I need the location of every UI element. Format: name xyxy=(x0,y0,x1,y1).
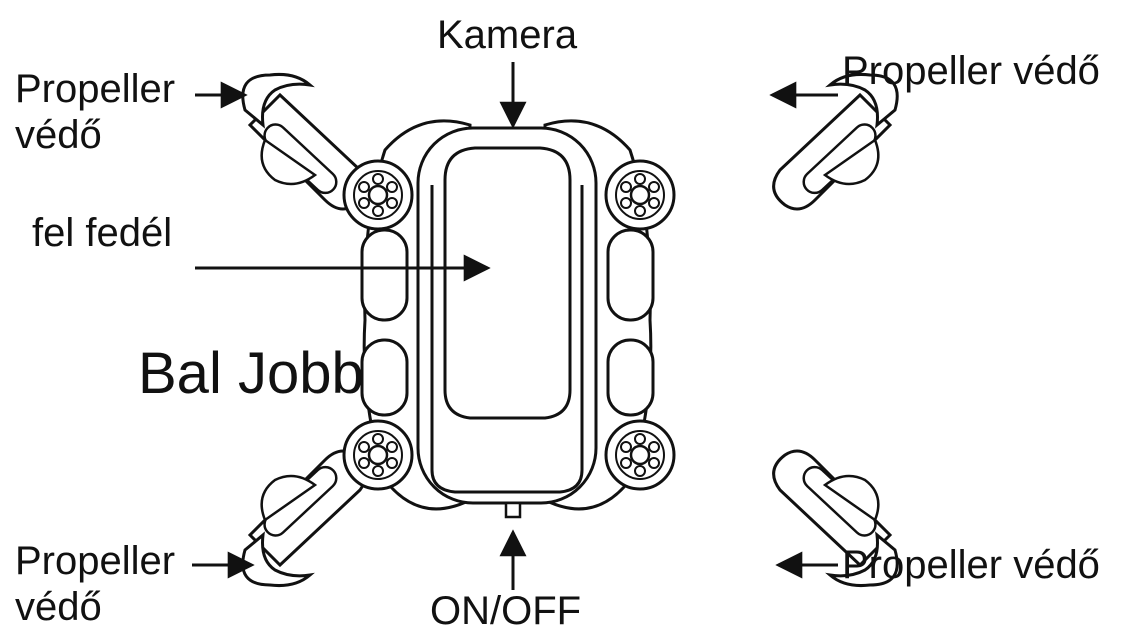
label-power: ON/OFF xyxy=(430,589,582,633)
label-guard-top-right: Propeller védő xyxy=(842,49,1100,93)
label-camera: Kamera xyxy=(437,13,578,57)
label-left-right: Bal Jobb xyxy=(138,341,364,406)
label-line: Propeller xyxy=(15,539,176,583)
motor-top-left xyxy=(342,159,414,231)
top-cover xyxy=(416,126,598,505)
motor-bottom-right xyxy=(604,419,676,491)
label-line: védő xyxy=(15,585,102,629)
motor-top-right xyxy=(604,159,676,231)
label-guard-top-left: Propeller védő xyxy=(15,66,175,158)
label-top-cover: fel fedél xyxy=(32,211,173,255)
label-guard-bottom-left: Propeller védő xyxy=(15,538,175,630)
callout-arrows xyxy=(192,62,838,590)
motor-bottom-left xyxy=(342,419,414,491)
label-line: védő xyxy=(15,113,102,157)
power-switch xyxy=(504,501,522,519)
label-guard-bottom-right: Propeller védő xyxy=(842,543,1100,587)
label-line: Propeller xyxy=(15,67,176,111)
